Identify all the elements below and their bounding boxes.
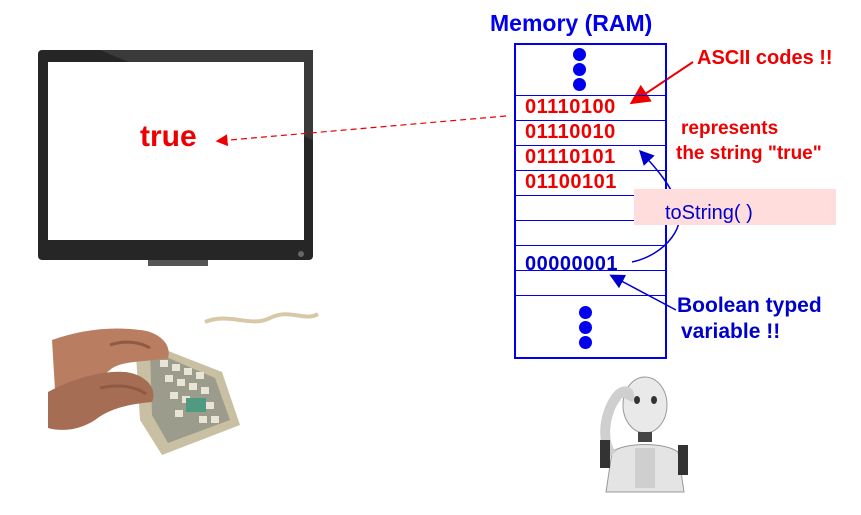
output-arrow — [215, 115, 507, 147]
memory-cell-bits: 01110010 — [525, 121, 616, 143]
boolean-note-line2: variable !! — [681, 320, 781, 343]
monitor-icon — [38, 50, 313, 266]
represents-note-line1: represents — [681, 118, 779, 139]
memory-row-divider — [514, 220, 667, 221]
ascii-codes-note: ASCII codes !! — [697, 47, 833, 69]
monitor-display-text: true — [140, 120, 197, 153]
memory-row-divider — [514, 95, 667, 96]
ellipsis-dots-icon — [573, 48, 586, 61]
ellipsis-dots-icon — [579, 321, 592, 334]
ellipsis-dots-icon — [573, 78, 586, 91]
memory-row-divider — [514, 270, 667, 271]
memory-row-divider — [514, 245, 667, 246]
memory-cell-bits: 01100101 — [525, 171, 617, 193]
memory-cell-bits: 01110100 — [525, 96, 616, 118]
keyboard-hands-icon — [48, 312, 320, 455]
thinking-robot-icon — [600, 376, 688, 493]
memory-title: Memory (RAM) — [490, 10, 653, 36]
memory-cell-bits: 01110101 — [525, 146, 616, 168]
memory-row-divider — [514, 195, 667, 196]
boolean-note-line1: Boolean typed — [677, 294, 822, 317]
ellipsis-dots-icon — [573, 63, 586, 76]
represents-note-line2: the string "true" — [676, 143, 822, 164]
memory-row-divider — [514, 295, 667, 296]
ellipsis-dots-icon — [579, 306, 592, 319]
memory-row-divider — [514, 120, 667, 121]
memory-row-divider — [514, 170, 667, 171]
tostring-label: toString( ) — [665, 202, 753, 224]
memory-cell-bits: 00000001 — [525, 253, 618, 275]
memory-row-divider — [514, 145, 667, 146]
tostring-box — [634, 189, 836, 225]
ellipsis-dots-icon — [579, 336, 592, 349]
